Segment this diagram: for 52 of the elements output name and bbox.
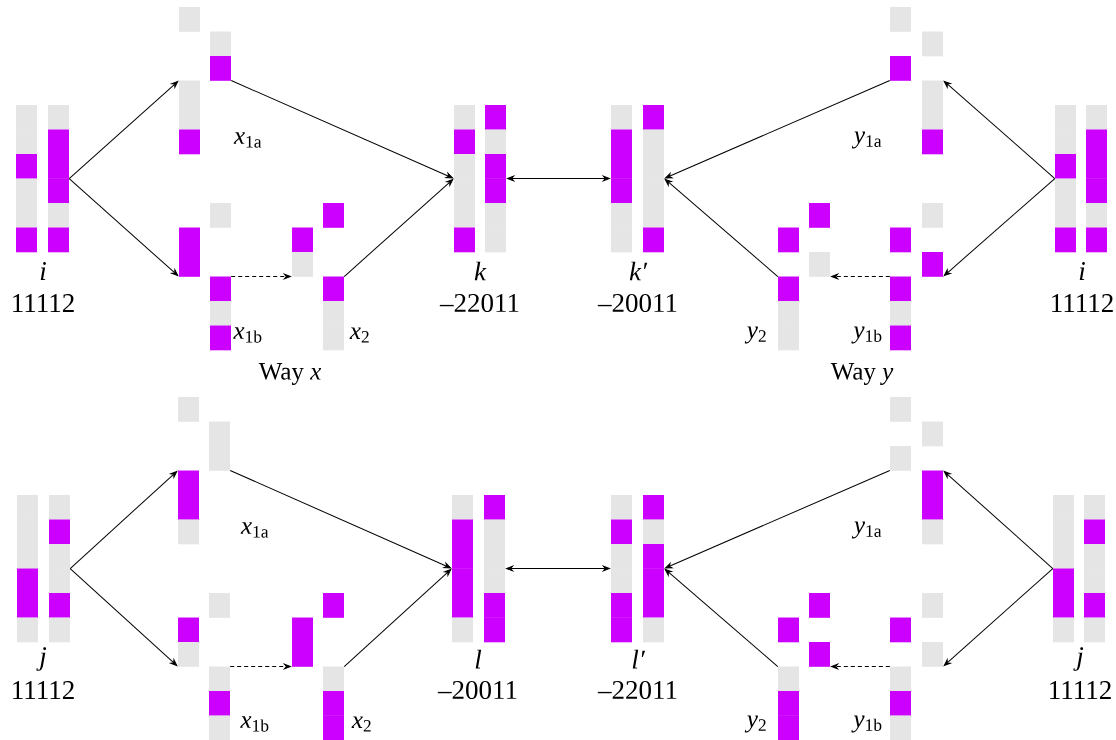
arrow bbox=[664, 470, 891, 569]
state-code: –20011 bbox=[597, 293, 677, 313]
path-label: x$_{2}$ bbox=[351, 716, 371, 732]
arrow bbox=[69, 568, 178, 667]
way-label: Way x bbox=[258, 363, 322, 385]
state-code: 11112 bbox=[1050, 681, 1111, 699]
arrow bbox=[943, 470, 1054, 569]
arrow bbox=[664, 568, 779, 667]
state-code: –22011 bbox=[597, 680, 677, 700]
state-letter: l′ bbox=[632, 649, 646, 669]
state-code: 11112 bbox=[1052, 294, 1113, 312]
arrow bbox=[230, 273, 291, 280]
path-label: x$_{1a}$ bbox=[240, 522, 269, 538]
arrow bbox=[229, 470, 452, 569]
state-letter: k bbox=[474, 261, 487, 281]
arrow bbox=[507, 175, 610, 182]
state-letter: j bbox=[1073, 647, 1084, 671]
arrow bbox=[943, 178, 1056, 277]
arrow bbox=[68, 178, 179, 277]
path-label: y$_{1a}$ bbox=[851, 521, 882, 539]
arrow bbox=[664, 178, 779, 277]
arrow bbox=[943, 80, 1056, 179]
arrow bbox=[343, 568, 452, 667]
state-code: –20011 bbox=[437, 680, 517, 700]
path-label: y$_{2}$ bbox=[744, 326, 766, 344]
arrow bbox=[831, 273, 891, 280]
way-label: Way y bbox=[830, 363, 894, 385]
arrow bbox=[664, 80, 891, 179]
state-letter: i bbox=[40, 262, 46, 280]
arrow bbox=[831, 663, 891, 670]
state-code: 11112 bbox=[13, 294, 74, 312]
state-letter: i bbox=[1079, 262, 1085, 280]
state-letter: j bbox=[36, 647, 47, 671]
arrow bbox=[506, 565, 610, 572]
path-label: y$_{1b}$ bbox=[851, 326, 882, 344]
arrow bbox=[943, 568, 1054, 667]
state-code: –22011 bbox=[439, 293, 519, 313]
arrow bbox=[229, 663, 291, 670]
path-label: x$_{1a}$ bbox=[233, 132, 262, 148]
path-label: y$_{1b}$ bbox=[851, 715, 882, 733]
arrow bbox=[69, 470, 178, 569]
path-label: y$_{2}$ bbox=[744, 715, 766, 733]
path-label: y$_{1a}$ bbox=[851, 131, 882, 149]
state-code: 11112 bbox=[13, 681, 74, 699]
path-label: x$_{2}$ bbox=[349, 327, 369, 343]
state-letter: l bbox=[475, 649, 482, 669]
arrow bbox=[343, 178, 454, 277]
state-letter: k′ bbox=[629, 261, 648, 281]
arrow bbox=[230, 80, 454, 179]
arrow bbox=[68, 80, 179, 179]
path-label: x$_{1b}$ bbox=[233, 327, 262, 343]
path-label: x$_{1b}$ bbox=[240, 716, 269, 732]
